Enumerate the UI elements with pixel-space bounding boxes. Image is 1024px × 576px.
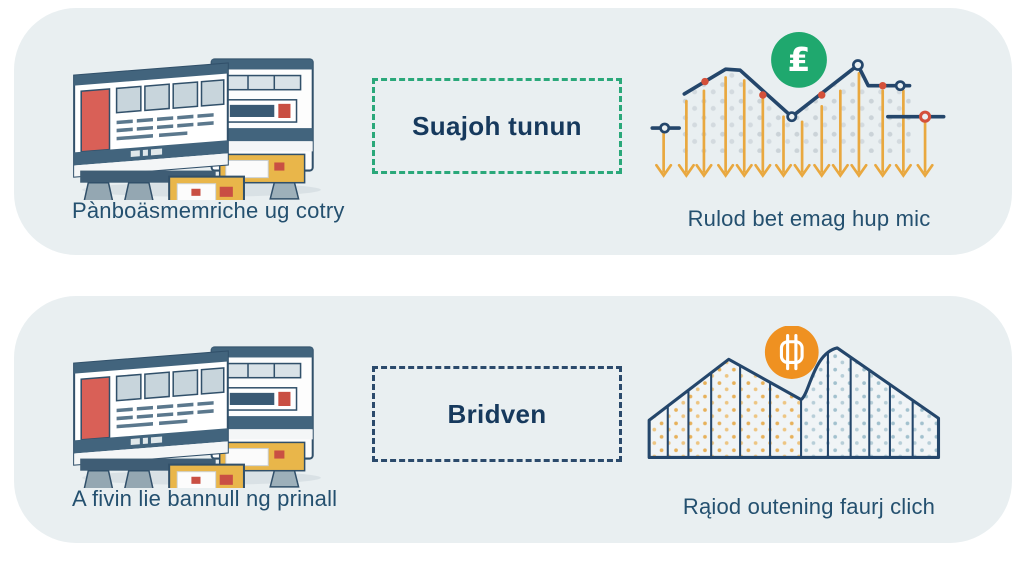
label-box-text: Bridven (447, 398, 547, 429)
mountain-outline (647, 346, 941, 460)
line-chart-illustration: ₤ (650, 31, 946, 178)
press-front-unit (73, 62, 245, 200)
machine-caption: Pànboäsmemriche ug cotry (72, 198, 345, 223)
machine-caption: A fivin lie bannull ng prinall (72, 486, 338, 511)
lira-currency-icon: ₤ (788, 40, 811, 79)
chart-caption: Rąiod outening faurj clich (682, 494, 936, 519)
label-box-text: Suajoh tunun (412, 110, 582, 141)
line-markers (659, 59, 932, 134)
crossed-currency-icon (779, 334, 804, 371)
printing-press-illustration (73, 58, 321, 200)
press-back-unit (210, 58, 314, 200)
currency-coin-orange (764, 326, 819, 379)
area-chart-illustration (647, 326, 941, 460)
chart-dot-field (680, 67, 911, 153)
info-card-bottom: A fivin lie bannull ng prinall Bridven (14, 296, 1012, 543)
currency-coin-green: ₤ (771, 31, 827, 88)
down-arrows (655, 71, 934, 178)
chart-caption: Rulod bet emag hup mic (687, 206, 931, 231)
info-card-top: Pànboäsmemriche ug cotry Suajoh tunun (14, 8, 1012, 255)
label-box-top: Suajoh tunun (372, 78, 622, 174)
printing-press-illustration (73, 346, 321, 488)
label-box-bottom: Bridven (372, 366, 622, 462)
